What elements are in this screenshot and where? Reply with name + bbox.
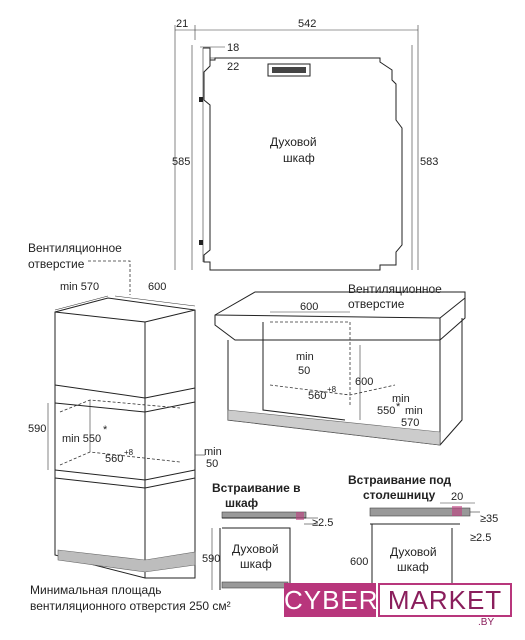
counter-dim-600: 600 (350, 556, 368, 568)
dim-542: 542 (298, 18, 316, 30)
counter-min50-a: min (296, 351, 314, 363)
counter-title-line2: столешницу (363, 488, 436, 502)
counter-section: Встраивание под столешницу 20 ≥35 ≥2.5 6… (348, 473, 498, 600)
cabinet-section: Встраивание в шкаф ≥2.5 590 Духовой шкаф (202, 481, 333, 590)
cabinet-title-line1: Встраивание в (212, 481, 301, 495)
column-sup-plus8: +8 (124, 448, 134, 457)
dim-22: 22 (227, 61, 239, 73)
counter-min570-a: min (405, 405, 423, 417)
counter-ge25: ≥2.5 (470, 532, 491, 544)
oven-side-view: 21 542 18 22 585 583 Духовой шкаф (172, 18, 438, 271)
column-vent-line1: Вентиляционное (28, 241, 122, 255)
oven-label-line2: шкаф (283, 151, 315, 165)
counter-min50-b: 50 (298, 365, 310, 377)
counter-min550-a: min (392, 393, 410, 405)
logo-market: MARKET (378, 583, 512, 617)
column-min50-b: 50 (206, 458, 218, 470)
dim-583: 583 (420, 156, 438, 168)
logo-domain: .BY (478, 617, 495, 628)
cybermarket-logo: CYBER MARKET .BY (278, 577, 518, 628)
column-min550: min 550 (62, 433, 101, 445)
countertop-installation: Вентиляционное отверстие 600 min 50 600 … (214, 282, 466, 446)
counter-title-line1: Встраивание под (348, 473, 452, 487)
cabinet-oven-line2: шкаф (240, 557, 272, 571)
counter-ge35: ≥35 (480, 513, 498, 525)
counter-vent-line2: отверстие (348, 297, 405, 311)
counter-oven-line2: шкаф (397, 560, 429, 574)
counter-sup-plus8: +8 (327, 385, 337, 394)
cabinet-title-line2: шкаф (225, 496, 259, 510)
oven-label-line1: Духовой (270, 135, 317, 149)
cabinet-ge25: ≥2.5 (312, 517, 333, 529)
dim-21: 21 (176, 18, 188, 30)
counter-dim-600-top: 600 (300, 301, 318, 313)
column-dim-600: 600 (148, 281, 166, 293)
column-min550-star: * (103, 424, 108, 436)
column-dim-560: 560 (105, 453, 123, 465)
dim-585: 585 (172, 156, 190, 168)
counter-dim-20: 20 (451, 491, 463, 503)
counter-dim-600-side: 600 (355, 376, 373, 388)
counter-oven-line1: Духовой (390, 545, 437, 559)
counter-dim-560: 560 (308, 390, 326, 402)
column-installation: Вентиляционное отверстие min 570 600 590… (28, 241, 231, 613)
cabinet-dim-590: 590 (202, 553, 220, 565)
column-dim-590: 590 (28, 423, 46, 435)
cabinet-oven-line1: Духовой (232, 542, 279, 556)
dim-18: 18 (227, 42, 239, 54)
counter-vent-line1: Вентиляционное (348, 282, 442, 296)
counter-min550-b: 550 (377, 405, 395, 417)
column-min50-a: min (204, 446, 222, 458)
column-min570: min 570 (60, 281, 99, 293)
column-vent-line2: отверстие (28, 257, 85, 271)
column-area-line2: вентиляционного отверстия 250 см² (30, 599, 231, 613)
counter-min570-b: 570 (401, 417, 419, 429)
counter-star: * (396, 401, 401, 413)
column-area-line1: Минимальная площадь (30, 583, 161, 597)
logo-cyber: CYBER (284, 583, 379, 617)
